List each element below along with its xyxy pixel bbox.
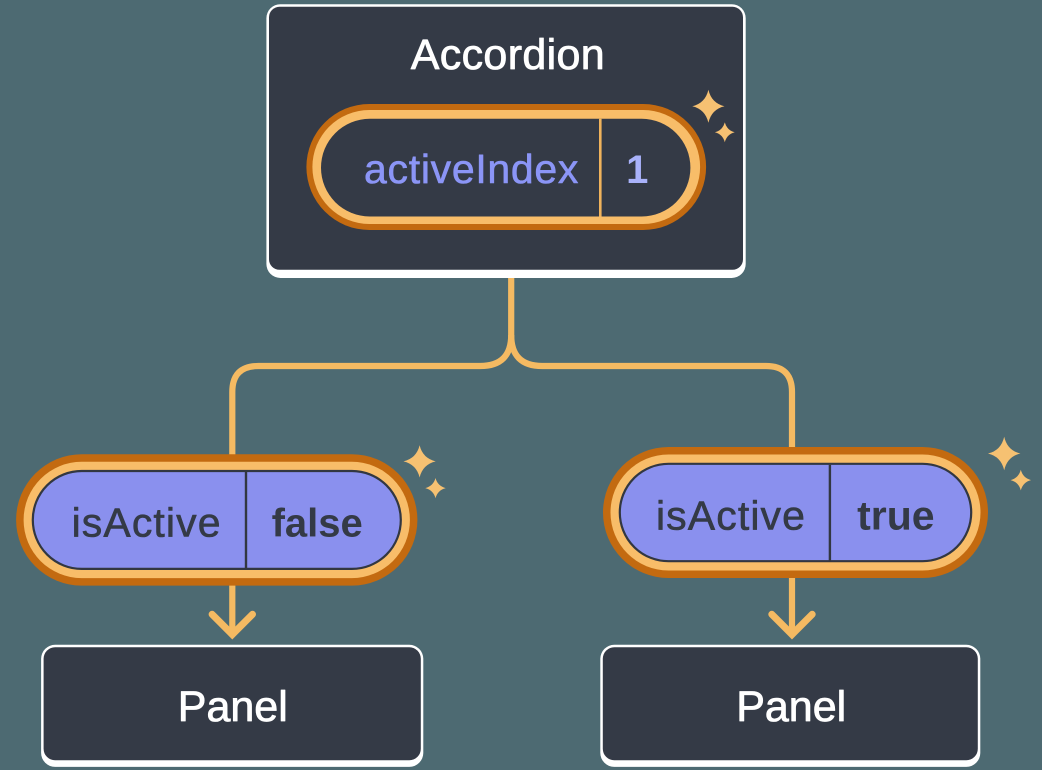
svg-text:activeIndex: activeIndex: [364, 146, 579, 192]
svg-text:isActive: isActive: [72, 500, 222, 546]
svg-text:isActive: isActive: [656, 492, 806, 538]
svg-text:false: false: [272, 502, 363, 546]
svg-text:Accordion: Accordion: [411, 31, 605, 79]
svg-text:Panel: Panel: [178, 683, 288, 731]
svg-text:true: true: [857, 492, 934, 538]
svg-text:Panel: Panel: [736, 683, 846, 731]
svg-text:1: 1: [626, 148, 648, 192]
